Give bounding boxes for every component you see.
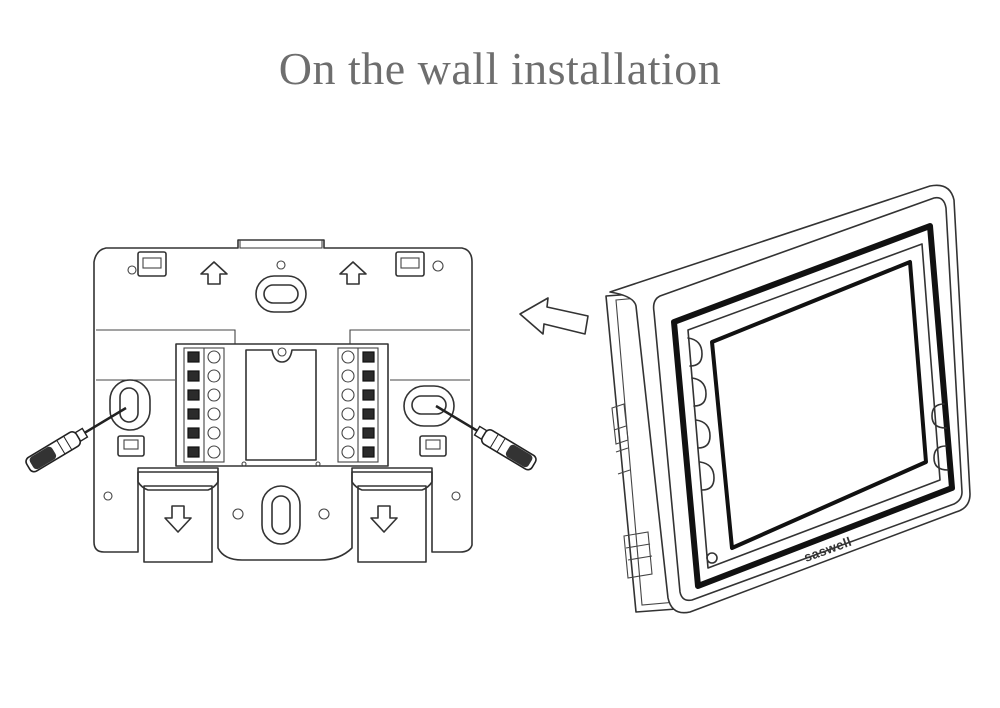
right-mounting-slot [403,385,455,427]
top-left-clip [127,251,167,277]
right-screwdriver [435,404,537,471]
wall-backplate [93,239,473,563]
down-arrow-icon [370,505,398,533]
page-title: On the wall installation [278,43,722,94]
thermostat-device: saswell [605,184,971,614]
bottom-right-tab [351,471,433,563]
left-screwdriver [25,406,127,473]
mount-direction-arrow-icon [519,297,589,335]
top-right-clip [395,251,444,277]
right-terminal-strip [337,347,379,463]
left-mounting-slot [109,379,151,431]
up-arrow-icon [200,261,228,285]
left-terminal-strip [183,347,225,463]
down-arrow-icon [164,505,192,533]
bottom-left-tab [137,471,219,563]
up-arrow-icon [339,261,367,285]
